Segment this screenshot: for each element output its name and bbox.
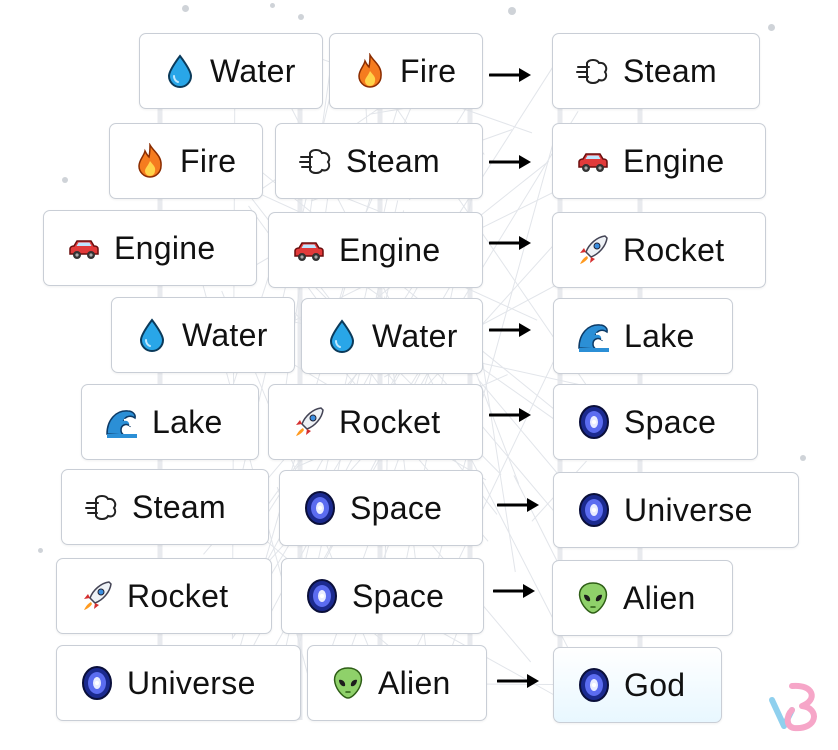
galaxy-icon bbox=[576, 667, 612, 703]
arrow-icon bbox=[489, 155, 531, 169]
result-element-card[interactable]: God bbox=[553, 647, 722, 723]
element-label: Alien bbox=[623, 579, 696, 616]
background-dot bbox=[298, 14, 304, 20]
second-element-card[interactable]: Engine bbox=[268, 212, 483, 288]
background-dot bbox=[800, 455, 806, 461]
element-label: Universe bbox=[624, 491, 753, 528]
element-label: Water bbox=[210, 52, 296, 89]
second-element-card[interactable]: Alien bbox=[307, 645, 487, 721]
arrow-icon bbox=[493, 584, 535, 598]
wave-icon bbox=[576, 318, 612, 354]
element-label: Steam bbox=[623, 52, 717, 89]
red-car-icon bbox=[291, 232, 327, 268]
result-element-card[interactable]: Steam bbox=[552, 33, 760, 109]
element-label: Steam bbox=[346, 142, 440, 179]
galaxy-icon bbox=[304, 578, 340, 614]
element-label: Engine bbox=[114, 229, 216, 266]
background-dot bbox=[508, 7, 516, 15]
first-element-card[interactable]: Steam bbox=[61, 469, 269, 545]
first-element-card[interactable]: Water bbox=[111, 297, 295, 373]
element-label: Fire bbox=[180, 142, 237, 179]
galaxy-icon bbox=[302, 490, 338, 526]
second-element-card[interactable]: Fire bbox=[329, 33, 483, 109]
second-element-card[interactable]: Space bbox=[279, 470, 483, 546]
result-element-card[interactable]: Rocket bbox=[552, 212, 766, 288]
element-label: Water bbox=[372, 317, 458, 354]
element-label: God bbox=[624, 666, 686, 703]
arrow-icon bbox=[489, 236, 531, 250]
first-element-card[interactable]: Fire bbox=[109, 123, 263, 199]
element-label: Rocket bbox=[339, 403, 441, 440]
wave-icon bbox=[104, 404, 140, 440]
element-label: Lake bbox=[624, 317, 695, 354]
element-label: Alien bbox=[378, 664, 451, 701]
fire-icon bbox=[352, 53, 388, 89]
galaxy-icon bbox=[576, 492, 612, 528]
droplet-icon bbox=[324, 318, 360, 354]
first-element-card[interactable]: Rocket bbox=[56, 558, 272, 634]
arrow-icon bbox=[497, 498, 539, 512]
element-label: Universe bbox=[127, 664, 256, 701]
droplet-icon bbox=[134, 317, 170, 353]
steam-puff-icon bbox=[84, 489, 120, 525]
brand-logo-icon bbox=[769, 682, 817, 732]
alien-icon bbox=[330, 665, 366, 701]
first-element-card[interactable]: Water bbox=[139, 33, 323, 109]
element-label: Rocket bbox=[127, 577, 229, 614]
rocket-icon bbox=[575, 232, 611, 268]
second-element-card[interactable]: Steam bbox=[275, 123, 483, 199]
element-label: Steam bbox=[132, 488, 226, 525]
second-element-card[interactable]: Water bbox=[301, 298, 483, 374]
arrow-icon bbox=[489, 323, 531, 337]
first-element-card[interactable]: Lake bbox=[81, 384, 259, 460]
background-dot bbox=[62, 177, 68, 183]
arrow-icon bbox=[489, 408, 531, 422]
result-element-card[interactable]: Universe bbox=[553, 472, 799, 548]
second-element-card[interactable]: Rocket bbox=[268, 384, 483, 460]
element-label: Rocket bbox=[623, 231, 725, 268]
arrow-icon bbox=[497, 674, 539, 688]
result-element-card[interactable]: Lake bbox=[553, 298, 733, 374]
red-car-icon bbox=[575, 143, 611, 179]
element-label: Engine bbox=[339, 231, 441, 268]
element-label: Fire bbox=[400, 52, 457, 89]
red-car-icon bbox=[66, 230, 102, 266]
result-element-card[interactable]: Engine bbox=[552, 123, 766, 199]
background-dot bbox=[270, 3, 275, 8]
element-label: Engine bbox=[623, 142, 725, 179]
result-element-card[interactable]: Space bbox=[553, 384, 758, 460]
rocket-icon bbox=[79, 578, 115, 614]
arrow-icon bbox=[489, 68, 531, 82]
first-element-card[interactable]: Engine bbox=[43, 210, 257, 286]
steam-puff-icon bbox=[575, 53, 611, 89]
result-element-card[interactable]: Alien bbox=[552, 560, 733, 636]
element-label: Lake bbox=[152, 403, 223, 440]
background-dot bbox=[768, 24, 775, 31]
element-label: Water bbox=[182, 316, 268, 353]
steam-puff-icon bbox=[298, 143, 334, 179]
fire-icon bbox=[132, 143, 168, 179]
second-element-card[interactable]: Space bbox=[281, 558, 484, 634]
element-label: Space bbox=[352, 577, 445, 614]
droplet-icon bbox=[162, 53, 198, 89]
background-dot bbox=[182, 5, 189, 12]
galaxy-icon bbox=[576, 404, 612, 440]
element-label: Space bbox=[350, 489, 443, 526]
background-dot bbox=[38, 548, 43, 553]
element-label: Space bbox=[624, 403, 717, 440]
galaxy-icon bbox=[79, 665, 115, 701]
alien-icon bbox=[575, 580, 611, 616]
first-element-card[interactable]: Universe bbox=[56, 645, 301, 721]
rocket-icon bbox=[291, 404, 327, 440]
